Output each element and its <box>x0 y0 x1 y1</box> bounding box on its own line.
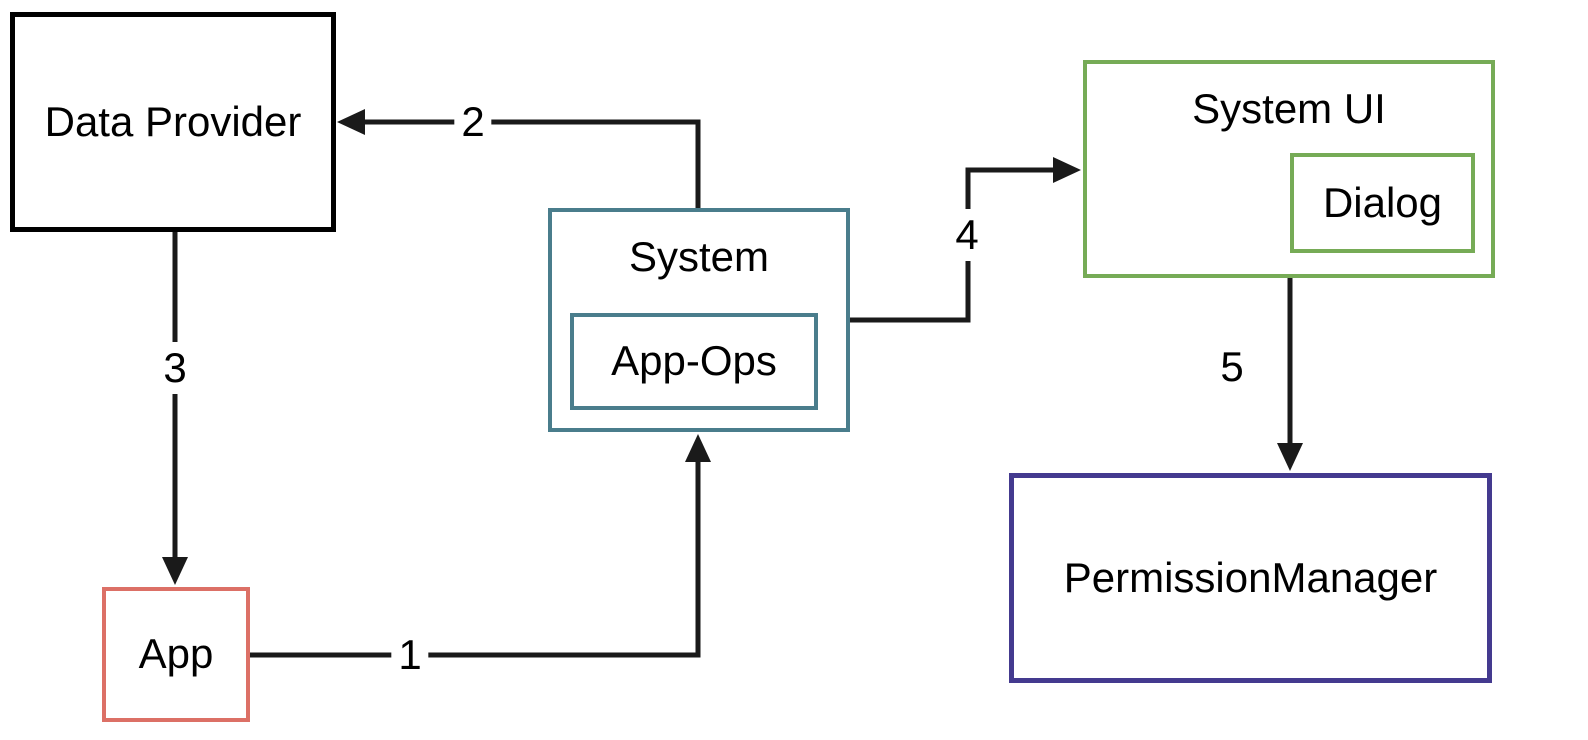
app-label: App <box>138 630 214 678</box>
permission-manager-node: PermissionManager <box>1009 473 1492 683</box>
edge-label-3: 3 <box>156 342 194 394</box>
arrow-3-head <box>162 557 188 585</box>
data-provider-label: Data Provider <box>44 97 302 145</box>
arrow-1-head <box>685 434 711 462</box>
edge-label-2: 2 <box>454 96 492 148</box>
edge-label-5: 5 <box>1213 341 1251 393</box>
system-label: System <box>628 233 770 280</box>
dialog-node: Dialog <box>1290 153 1475 253</box>
edge-label-4: 4 <box>948 209 986 261</box>
arrow-5-head <box>1277 443 1303 471</box>
system-ui-label: System UI <box>1192 85 1386 132</box>
data-provider-node: Data Provider <box>10 12 336 232</box>
system-ui-node: System UI Dialog <box>1083 60 1495 278</box>
dialog-label: Dialog <box>1322 178 1443 226</box>
arrow-1-line <box>250 462 701 658</box>
app-node: App <box>102 587 250 722</box>
arrow-2-head <box>337 109 365 135</box>
system-node: System App-Ops <box>548 208 850 432</box>
app-ops-label: App-Ops <box>611 337 777 385</box>
edge-label-1: 1 <box>391 629 429 681</box>
arrow-2-line <box>365 119 701 208</box>
app-ops-node: App-Ops <box>570 313 818 410</box>
permission-manager-label: PermissionManager <box>1063 553 1438 601</box>
arrow-4-head <box>1053 157 1081 183</box>
